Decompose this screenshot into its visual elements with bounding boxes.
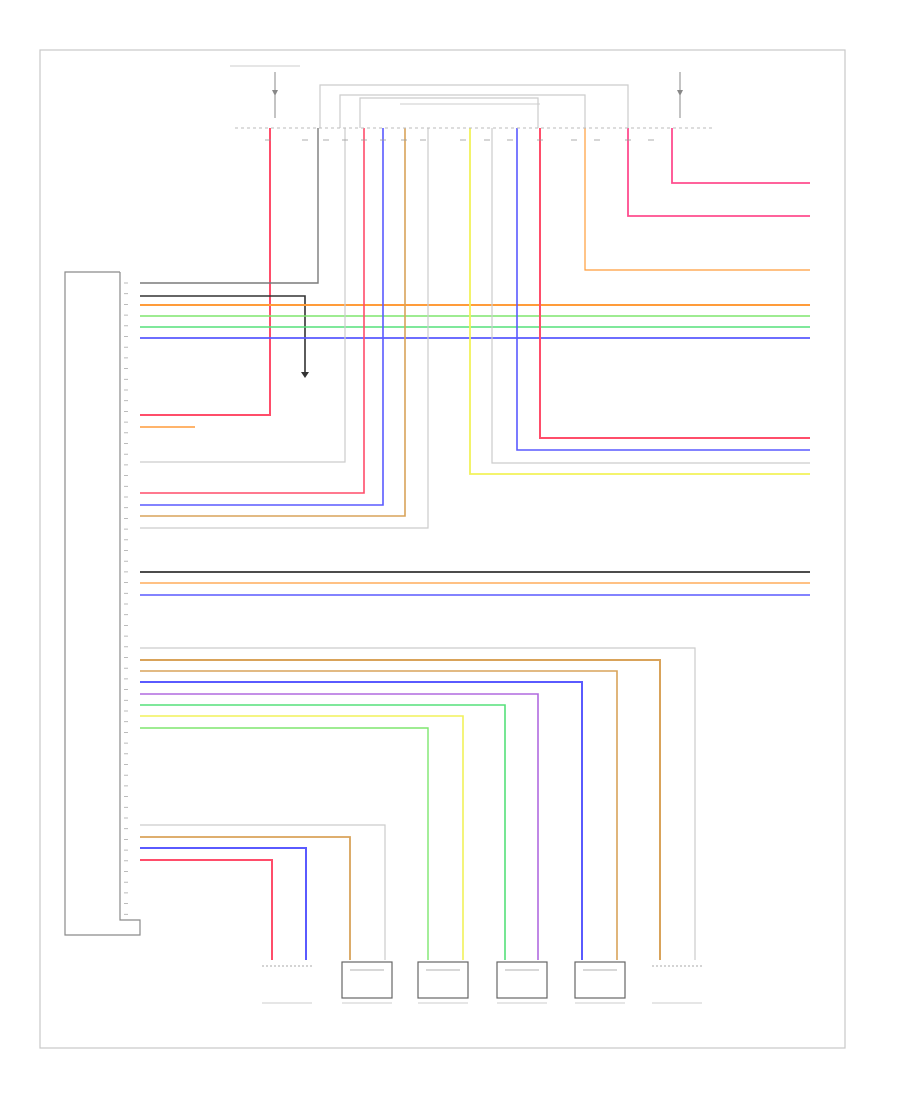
wire-black-ground [140,295,306,372]
wire-pink [671,128,810,184]
wire-green [140,704,506,960]
fuse-arrow [272,90,278,96]
wire-yellow [469,128,810,475]
sensor-body [574,961,626,999]
wire-blue [140,847,307,960]
wire-blue [140,681,583,960]
wire-violet [140,693,539,960]
wire-lightgreen [140,727,429,960]
airbag-control-module [64,271,141,936]
fuse-arrow [677,90,683,96]
ground-arrow [301,372,309,378]
wire-tan [140,836,351,960]
wire-gray [140,647,696,960]
jumper-bar [319,84,629,128]
wire-yellow [140,715,464,960]
sensor-4 [496,961,548,1004]
wire-red [140,128,365,494]
sensor-body [496,961,548,999]
component-layer [64,65,715,1004]
wire-pink [627,128,810,217]
diagram-border [39,49,846,1049]
wire-gray [491,128,810,464]
wire-tan [140,659,661,960]
jumper-bar [359,97,539,128]
wire-gray [140,824,386,960]
sensor-3 [417,961,469,1004]
wire-gray [140,128,346,463]
jumper-bar [339,94,586,128]
wire-gray [140,128,429,529]
wire-layer [140,84,810,960]
sensor-body [341,961,393,999]
wire-blue [140,128,384,506]
wire-tan [140,128,406,517]
wire-blue [516,128,810,451]
wire-orange-thin [584,128,810,271]
sensor-2 [341,961,393,1004]
sensor-1 [262,965,312,1004]
wire-gray [140,128,319,284]
wire-red [140,859,273,960]
wire-red [539,128,810,439]
wire-tan [140,670,618,960]
wire-red-power [140,128,271,416]
sensor-body [417,961,469,999]
sensor-6 [652,965,702,1004]
sensor-5 [574,961,626,1004]
